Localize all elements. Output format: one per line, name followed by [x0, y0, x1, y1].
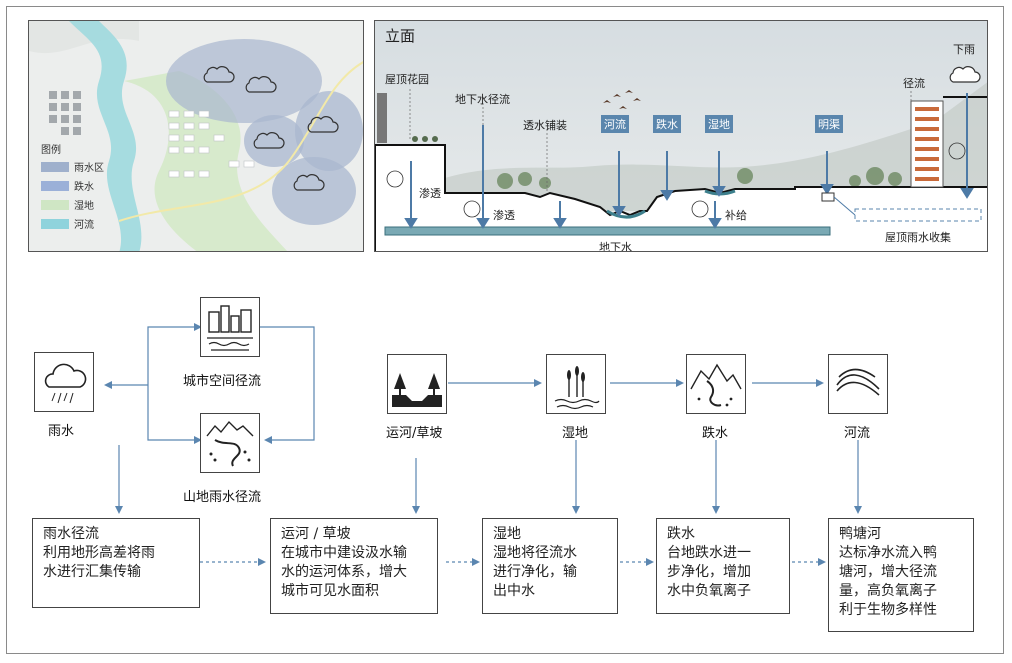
urban-runoff-label: 城市空间径流 — [183, 374, 262, 389]
urban-runoff-node — [200, 297, 260, 357]
desc-line: 利于生物多样性 — [839, 602, 937, 618]
mountain-stream-icon — [206, 420, 254, 467]
city-buildings-icon — [207, 305, 253, 351]
legend-swatch — [41, 218, 69, 229]
leader-lines — [409, 89, 912, 193]
desc-line: 水进行汇集传输 — [43, 564, 141, 580]
legend-swatch — [41, 180, 69, 191]
desc-box-wetland: 湿地 湿地将径流水 进行净化，输 出中水 — [482, 518, 618, 614]
label-groundwater-runoff: 地下水径流 — [455, 93, 510, 106]
desc-line: 跌水 — [667, 526, 695, 542]
wetland-shape — [124, 71, 288, 251]
desc-line: 在城市中建设汲水输 — [281, 545, 407, 561]
river-shape — [69, 21, 142, 251]
desc-box-rain-runoff: 雨水径流 利用地形高差将雨 水进行汇集传输 — [32, 518, 200, 608]
birds — [603, 90, 641, 109]
groundwater-band — [384, 226, 831, 236]
elevation-section: 立面 屋顶花园 地下水径流 透水铺装 河流 跌水 湿地 明渠 径流 下雨 渗透 … — [374, 20, 988, 252]
label-permeable-paving: 透水铺装 — [523, 119, 567, 132]
canal-node — [387, 354, 447, 414]
desc-line: 步净化，增加 — [667, 564, 751, 580]
section-title: 立面 — [385, 27, 416, 45]
river-waves-icon — [836, 368, 880, 396]
section-drawing — [375, 21, 987, 251]
tag-drop-water: 跌水 — [653, 115, 681, 133]
site-plan-map: 图例 雨水区 跌水 湿地 河流 — [28, 20, 364, 252]
right-building — [910, 100, 944, 188]
desc-line: 利用地形高差将雨 — [43, 545, 155, 561]
desc-box-canal: 运河 / 草坡 在城市中建设汲水输 水的运河体系，增大 城市可见水面积 — [270, 518, 438, 614]
tag-open-channel: 明渠 — [815, 115, 843, 133]
label-groundwater: 地下水 — [599, 241, 632, 252]
desc-line: 湿地将径流水 — [493, 545, 577, 561]
desc-line: 达标净水流入鸭 — [839, 545, 937, 561]
cloud-rain-icons — [203, 66, 339, 191]
desc-line: 运河 / 草坡 — [281, 526, 351, 542]
canal-trees-icon — [392, 373, 442, 407]
building-blocks — [168, 110, 255, 178]
label-rain: 下雨 — [953, 43, 975, 56]
desc-line: 鸭塘河 — [839, 526, 881, 542]
mountain-runoff-label: 山地雨水径流 — [183, 490, 262, 505]
wetland-node — [546, 354, 606, 414]
legend-title: 图例 — [41, 145, 61, 156]
tag-wetland: 湿地 — [705, 115, 733, 133]
legend-item-drop-water: 跌水 — [41, 178, 94, 193]
desc-line: 城市可见水面积 — [281, 583, 379, 599]
waterfall-icon — [690, 363, 742, 407]
rain-zone — [295, 91, 363, 171]
wetland-label: 湿地 — [562, 426, 589, 441]
rain-zone — [272, 157, 356, 225]
left-buildings — [49, 91, 81, 135]
label-roof-garden: 屋顶花园 — [385, 73, 429, 86]
label-infiltrate-2: 渗透 — [493, 209, 515, 222]
rain-cloud-icon — [44, 363, 87, 404]
drop-node — [686, 354, 746, 414]
desc-line: 进行净化，输 — [493, 564, 577, 580]
legend-swatch — [41, 161, 69, 172]
legend-item-wetland: 湿地 — [41, 197, 94, 212]
label-recharge: 补给 — [725, 209, 747, 222]
river-label: 河流 — [844, 426, 871, 441]
cloud-rain-icon — [949, 66, 981, 83]
rain-node-label: 雨水 — [48, 424, 75, 439]
drop-label: 跌水 — [702, 426, 729, 441]
legend-swatch — [41, 199, 69, 210]
desc-line: 水的运河体系，增大 — [281, 564, 407, 580]
desc-line: 出中水 — [493, 583, 535, 599]
desc-line: 湿地 — [493, 526, 521, 542]
desc-line: 量，高负氧离子 — [839, 583, 937, 599]
desc-box-river: 鸭塘河 达标净水流入鸭 塘河，增大径流 量，高负氧离子 利于生物多样性 — [828, 518, 974, 632]
label-runoff: 径流 — [903, 77, 925, 90]
rain-zone — [166, 39, 322, 123]
label-infiltrate-1: 渗透 — [419, 187, 441, 200]
legend-item-river: 河流 — [41, 216, 94, 231]
desc-line: 塘河，增大径流 — [839, 564, 937, 580]
figure-frame — [6, 6, 1004, 654]
reed-icon — [554, 366, 600, 410]
site-plan-drawing — [29, 21, 363, 251]
legend-item-rain-zone: 雨水区 — [41, 159, 104, 174]
river-node — [828, 354, 888, 414]
tag-river: 河流 — [601, 115, 629, 133]
mountain-runoff-node — [200, 413, 260, 473]
desc-box-drop: 跌水 台地跌水进一 步净化，增加 水中负氧离子 — [656, 518, 790, 614]
label-roof-rain-collect: 屋顶雨水收集 — [885, 231, 951, 244]
desc-line: 台地跌水进一 — [667, 545, 751, 561]
desc-line: 水中负氧离子 — [667, 583, 751, 599]
rain-zone — [244, 115, 304, 167]
canal-label: 运河/草坡 — [386, 426, 443, 441]
rain-node — [34, 352, 94, 412]
water-flow-arrows — [404, 93, 974, 229]
desc-line: 雨水径流 — [43, 526, 99, 542]
droplet-icons — [386, 142, 966, 218]
ground-profile — [375, 144, 987, 251]
